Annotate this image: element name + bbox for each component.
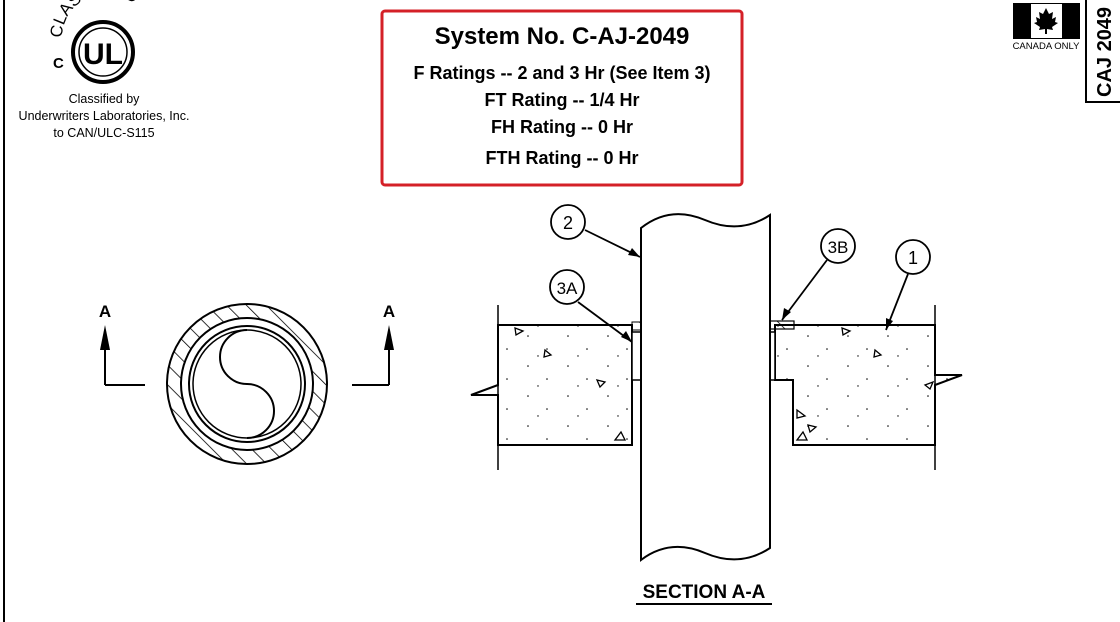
logo-line-1: Classified by — [69, 92, 141, 106]
callout-3a: 3A — [557, 279, 578, 298]
canada-only-label: CANADA ONLY — [1013, 41, 1081, 52]
concrete-slab — [470, 305, 963, 470]
logo-line-2: Underwriters Laboratories, Inc. — [19, 109, 190, 123]
f-rating: F Ratings -- 2 and 3 Hr (See Item 3) — [413, 63, 710, 83]
sheet-border — [3, 0, 5, 622]
section-letter-right: A — [383, 302, 395, 321]
side-tab — [1085, 0, 1120, 103]
maple-leaf-flag-icon — [1013, 3, 1080, 39]
section-mark-right: A — [352, 302, 395, 386]
callout-2: 2 — [563, 213, 573, 233]
callout-3b: 3B — [828, 238, 849, 257]
section-title: SECTION A-A — [643, 582, 766, 603]
side-tab-label: CAJ 2049 — [1094, 7, 1116, 97]
callouts — [549, 204, 931, 305]
system-number: System No. C-AJ-2049 — [435, 23, 690, 50]
ul-logo: UL CLASSIFIED C — [47, 0, 142, 84]
section-letter-left: A — [99, 302, 111, 321]
c-mark: C — [53, 55, 64, 72]
pipe — [640, 213, 771, 563]
logo-line-3: to CAN/ULC-S115 — [53, 126, 154, 140]
fth-rating: FTH Rating -- 0 Hr — [486, 148, 639, 168]
callout-1: 1 — [908, 248, 918, 268]
ft-rating: FT Rating -- 1/4 Hr — [484, 90, 639, 110]
section-mark-left: A — [99, 302, 145, 386]
title-box — [380, 9, 744, 187]
ul-letters: UL — [83, 38, 123, 71]
fh-rating: FH Rating -- 0 Hr — [491, 117, 633, 137]
plan-view — [166, 303, 328, 465]
